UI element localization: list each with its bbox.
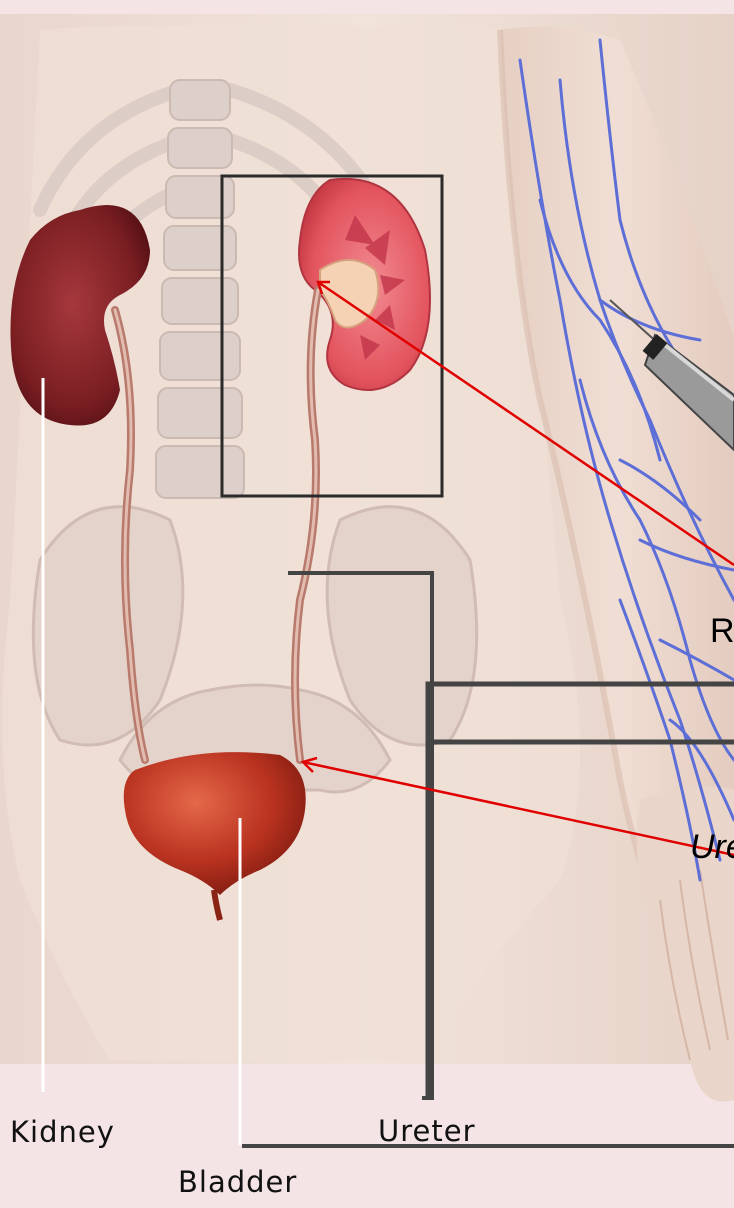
ureter-right-label-partial: Ure [690,828,734,867]
spine [156,80,244,498]
ureter-label: Ureter [378,1114,476,1148]
renal-label-partial: R [710,612,734,651]
bladder-label: Bladder [178,1165,297,1199]
kidney-label: Kidney [10,1115,115,1149]
